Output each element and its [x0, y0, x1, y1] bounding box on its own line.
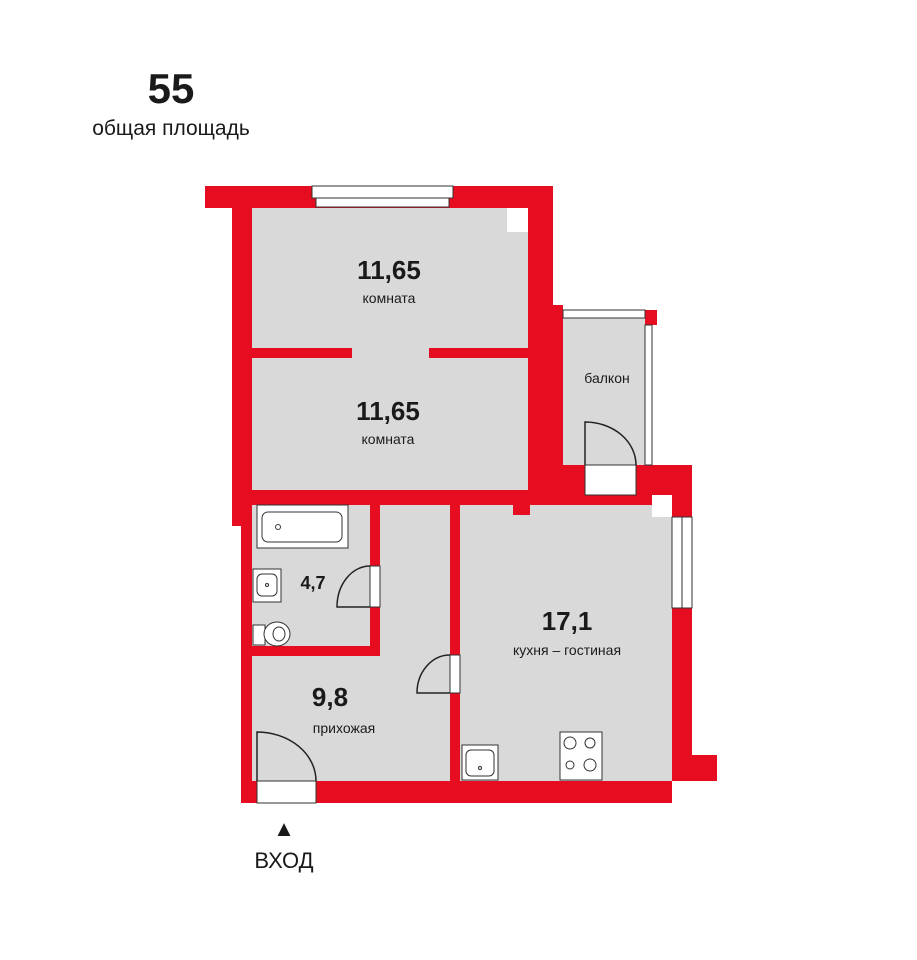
room-2-area: 11,65 — [356, 396, 420, 426]
total-area-label: общая площадь — [92, 117, 250, 140]
hallway-area: 9,8 — [312, 682, 348, 712]
kitchen-name: кухня – гостиная — [513, 642, 621, 658]
doorway-gap — [352, 348, 429, 358]
room-1-area: 11,65 — [357, 255, 421, 285]
floors — [252, 208, 672, 781]
kitchen-floor — [460, 505, 672, 781]
doors — [256, 421, 637, 804]
total-area-value: 55 — [148, 65, 195, 112]
stove-icon — [559, 731, 603, 781]
room-2-name: комната — [362, 431, 415, 447]
hallway-floor — [252, 656, 450, 781]
bathtub-icon — [256, 504, 349, 549]
hallway-name: прихожая — [313, 720, 375, 736]
windows — [311, 185, 693, 609]
fixtures — [252, 504, 603, 781]
room-1-name: комната — [363, 290, 416, 306]
entrance-label: вход — [254, 848, 313, 873]
balcony-name: балкон — [584, 370, 629, 386]
hallway-floor-upper — [380, 505, 450, 656]
entrance-arrow-icon: ▲ — [273, 816, 295, 841]
kitchen-sink-icon — [461, 744, 499, 781]
sink-icon — [252, 568, 282, 603]
balcony-floor — [563, 318, 645, 465]
room-2-floor — [252, 358, 528, 490]
room-1-floor — [252, 208, 528, 348]
toilet-icon — [252, 621, 291, 647]
bathroom-area: 4,7 — [300, 573, 325, 593]
kitchen-area: 17,1 — [542, 606, 593, 636]
